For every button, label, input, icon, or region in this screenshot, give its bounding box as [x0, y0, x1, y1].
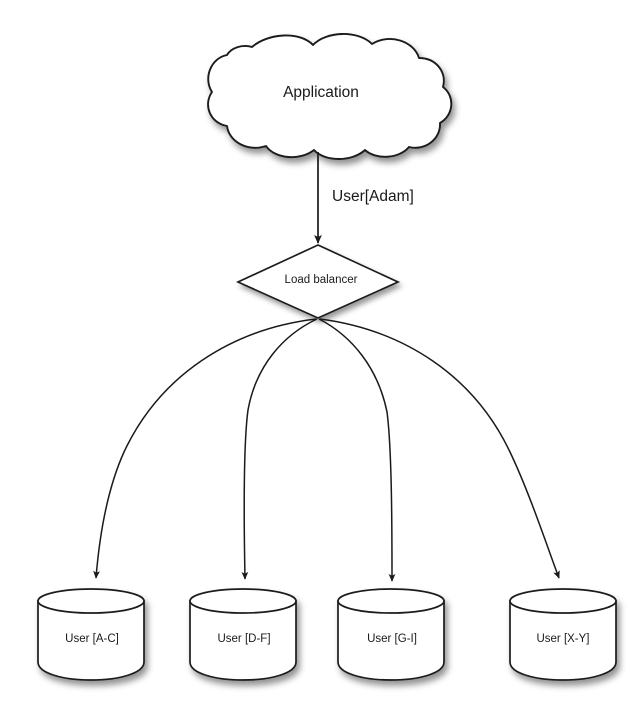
edge-balancer-to-db-2 [318, 318, 396, 582]
edge-balancer-to-db-0 [93, 318, 317, 579]
edge-balancer-to-db-3 [319, 318, 560, 579]
node-database-3[interactable] [509, 588, 617, 681]
node-load-balancer-diamond[interactable] [235, 244, 401, 319]
edge-balancer-to-db-1 [241, 318, 318, 580]
node-database-1[interactable] [189, 588, 297, 681]
node-database-2[interactable] [337, 588, 445, 681]
node-application-cloud[interactable] [207, 33, 453, 160]
node-database-0[interactable] [37, 588, 145, 681]
edge-group-balancer-to-databases [93, 318, 560, 582]
